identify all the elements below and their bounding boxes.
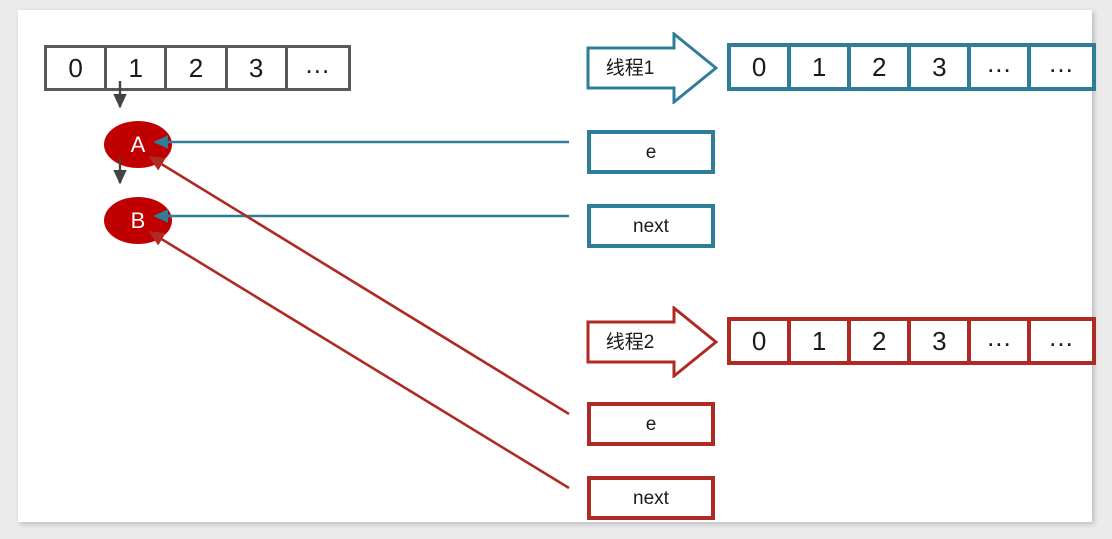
bucket-array: 0 1 2 3 ... xyxy=(44,45,351,91)
ellipsis-text: ... xyxy=(987,48,1012,78)
thread2-array: 0 1 2 3 ... ... xyxy=(727,317,1096,365)
node-b-label: B xyxy=(130,207,146,233)
thread1-label: 线程1 xyxy=(605,57,655,79)
thread2-array-cell: ... xyxy=(971,321,1032,361)
thread2-field-next-label: next xyxy=(633,487,669,509)
thread2-array-cell: 2 xyxy=(851,321,912,361)
ellipsis-text: ... xyxy=(987,322,1012,352)
thread1-array-cell: 2 xyxy=(851,47,912,87)
thread1-field-next: next xyxy=(587,204,715,248)
ellipsis-text: ... xyxy=(1049,48,1074,78)
block-arrow-shape xyxy=(586,306,718,378)
node-a: A xyxy=(104,121,172,168)
node-b: B xyxy=(104,197,172,244)
thread2-field-e-label: e xyxy=(645,413,657,435)
bucket-cell: 0 xyxy=(47,48,108,88)
thread2-array-cell: ... xyxy=(1031,321,1092,361)
thread2-array-cell: 1 xyxy=(791,321,852,361)
ellipsis-text: ... xyxy=(305,49,331,79)
thread1-block-arrow: 线程1 xyxy=(586,32,718,104)
thread2-block-arrow: 线程2 xyxy=(586,306,718,378)
thread2-array-cell: 3 xyxy=(911,321,972,361)
bucket-cell: ... xyxy=(287,48,348,88)
thread1-array-cell: 0 xyxy=(731,47,792,87)
thread1-field-e-label: e xyxy=(645,141,657,163)
diagram-page: 0 1 2 3 ... A B 线程1 0 1 2 3 ... ... xyxy=(18,10,1096,522)
thread2-label: 线程2 xyxy=(605,331,655,353)
thread1-array-cell: ... xyxy=(971,47,1032,87)
bucket-cell: 2 xyxy=(167,48,228,88)
thread1-array-cell: ... xyxy=(1031,47,1092,87)
thread1-field-next-label: next xyxy=(633,215,669,237)
node-a-label: A xyxy=(130,131,146,157)
thread2-field-next: next xyxy=(587,476,715,520)
thread1-field-e: e xyxy=(587,130,715,174)
bucket-cell: 1 xyxy=(107,48,168,88)
thread2-array-cell: 0 xyxy=(731,321,792,361)
thread1-array-cell: 1 xyxy=(791,47,852,87)
thread1-array: 0 1 2 3 ... ... xyxy=(727,43,1096,91)
bucket-cell: 3 xyxy=(227,48,288,88)
thread2-field-e: e xyxy=(587,402,715,446)
block-arrow-shape xyxy=(586,32,718,104)
thread1-array-cell: 3 xyxy=(911,47,972,87)
ellipsis-text: ... xyxy=(1049,322,1074,352)
